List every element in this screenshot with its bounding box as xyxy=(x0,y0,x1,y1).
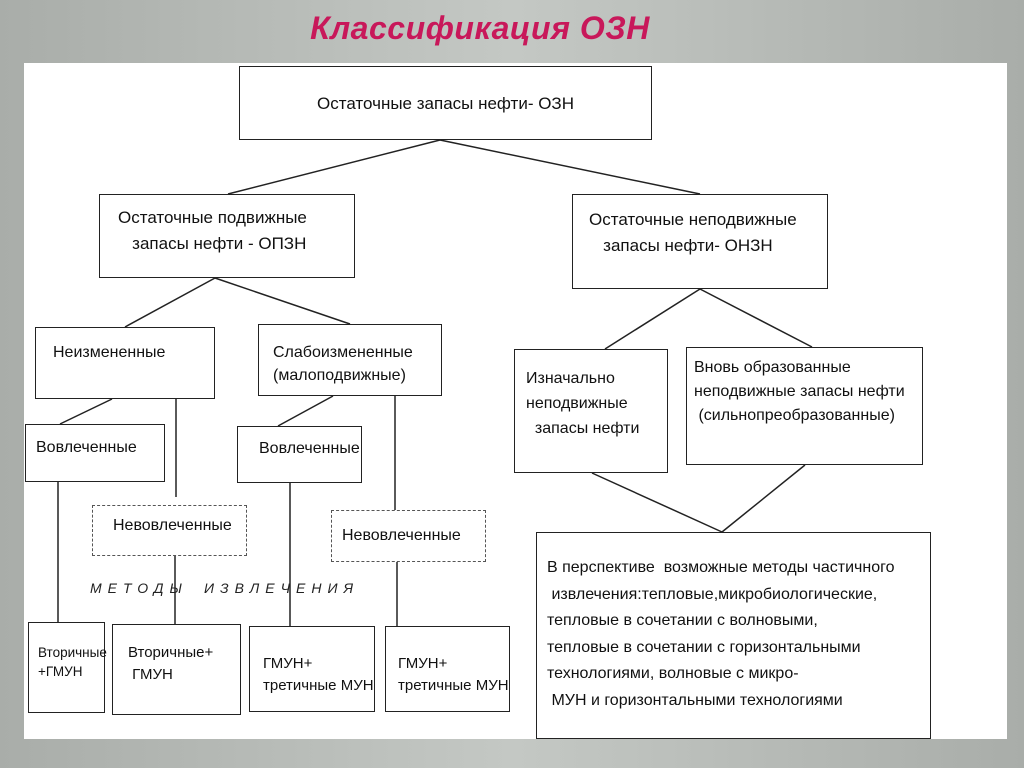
connector-slight-involved xyxy=(277,395,334,427)
connector-immobile-initial xyxy=(604,288,701,350)
connector-root-mobile xyxy=(227,139,441,195)
methods-label: МЕТОДЫ xyxy=(90,580,188,596)
connector-newly-perspective xyxy=(721,464,806,533)
connector-root-immobile xyxy=(439,139,701,195)
leaf-gmun-tertiary-1: ГМУН+ третичные МУН xyxy=(249,626,375,712)
initially-immobile-node: Изначально неподвижные запасы нефти xyxy=(514,349,668,473)
mobile-reserves-node: Остаточные подвижные запасы нефти - ОПЗН xyxy=(99,194,355,278)
connector-mobile-slight xyxy=(214,277,351,325)
uninvolved-right-node: Невовлеченные xyxy=(331,510,486,562)
root-node: Остаточные запасы нефти- ОЗН xyxy=(239,66,652,140)
connector-unchanged-involved xyxy=(59,398,113,425)
perspective-methods-node: В перспективе возможные методы частичног… xyxy=(536,532,931,739)
involved-right-node: Вовлеченные xyxy=(237,426,362,483)
leaf-gmun-tertiary-2: ГМУН+ третичные МУН xyxy=(385,626,510,712)
involved-left-node: Вовлеченные xyxy=(25,424,165,482)
extraction-label: ИЗВЛЕЧЕНИЯ xyxy=(204,580,360,596)
leaf-secondary-gmun-1: Вторичные +ГМУН xyxy=(28,622,107,713)
slightly-changed-node: Слабоизмененные (малоподвижные) xyxy=(258,324,442,396)
slide-title: Классификация ОЗН xyxy=(310,10,650,46)
connector-mobile-unchanged xyxy=(124,277,216,328)
unchanged-node: Неизмененные xyxy=(35,327,215,399)
connector-initial-perspective xyxy=(591,472,723,533)
uninvolved-left-node: Невовлеченные xyxy=(92,505,247,556)
newly-formed-node: Вновь образованные неподвижные запасы не… xyxy=(686,347,923,465)
connector-immobile-newly xyxy=(699,288,813,348)
leaf-secondary-gmun-2: Вторичные+ ГМУН xyxy=(112,624,241,715)
immobile-reserves-node: Остаточные неподвижные запасы нефти- ОНЗ… xyxy=(572,194,828,289)
